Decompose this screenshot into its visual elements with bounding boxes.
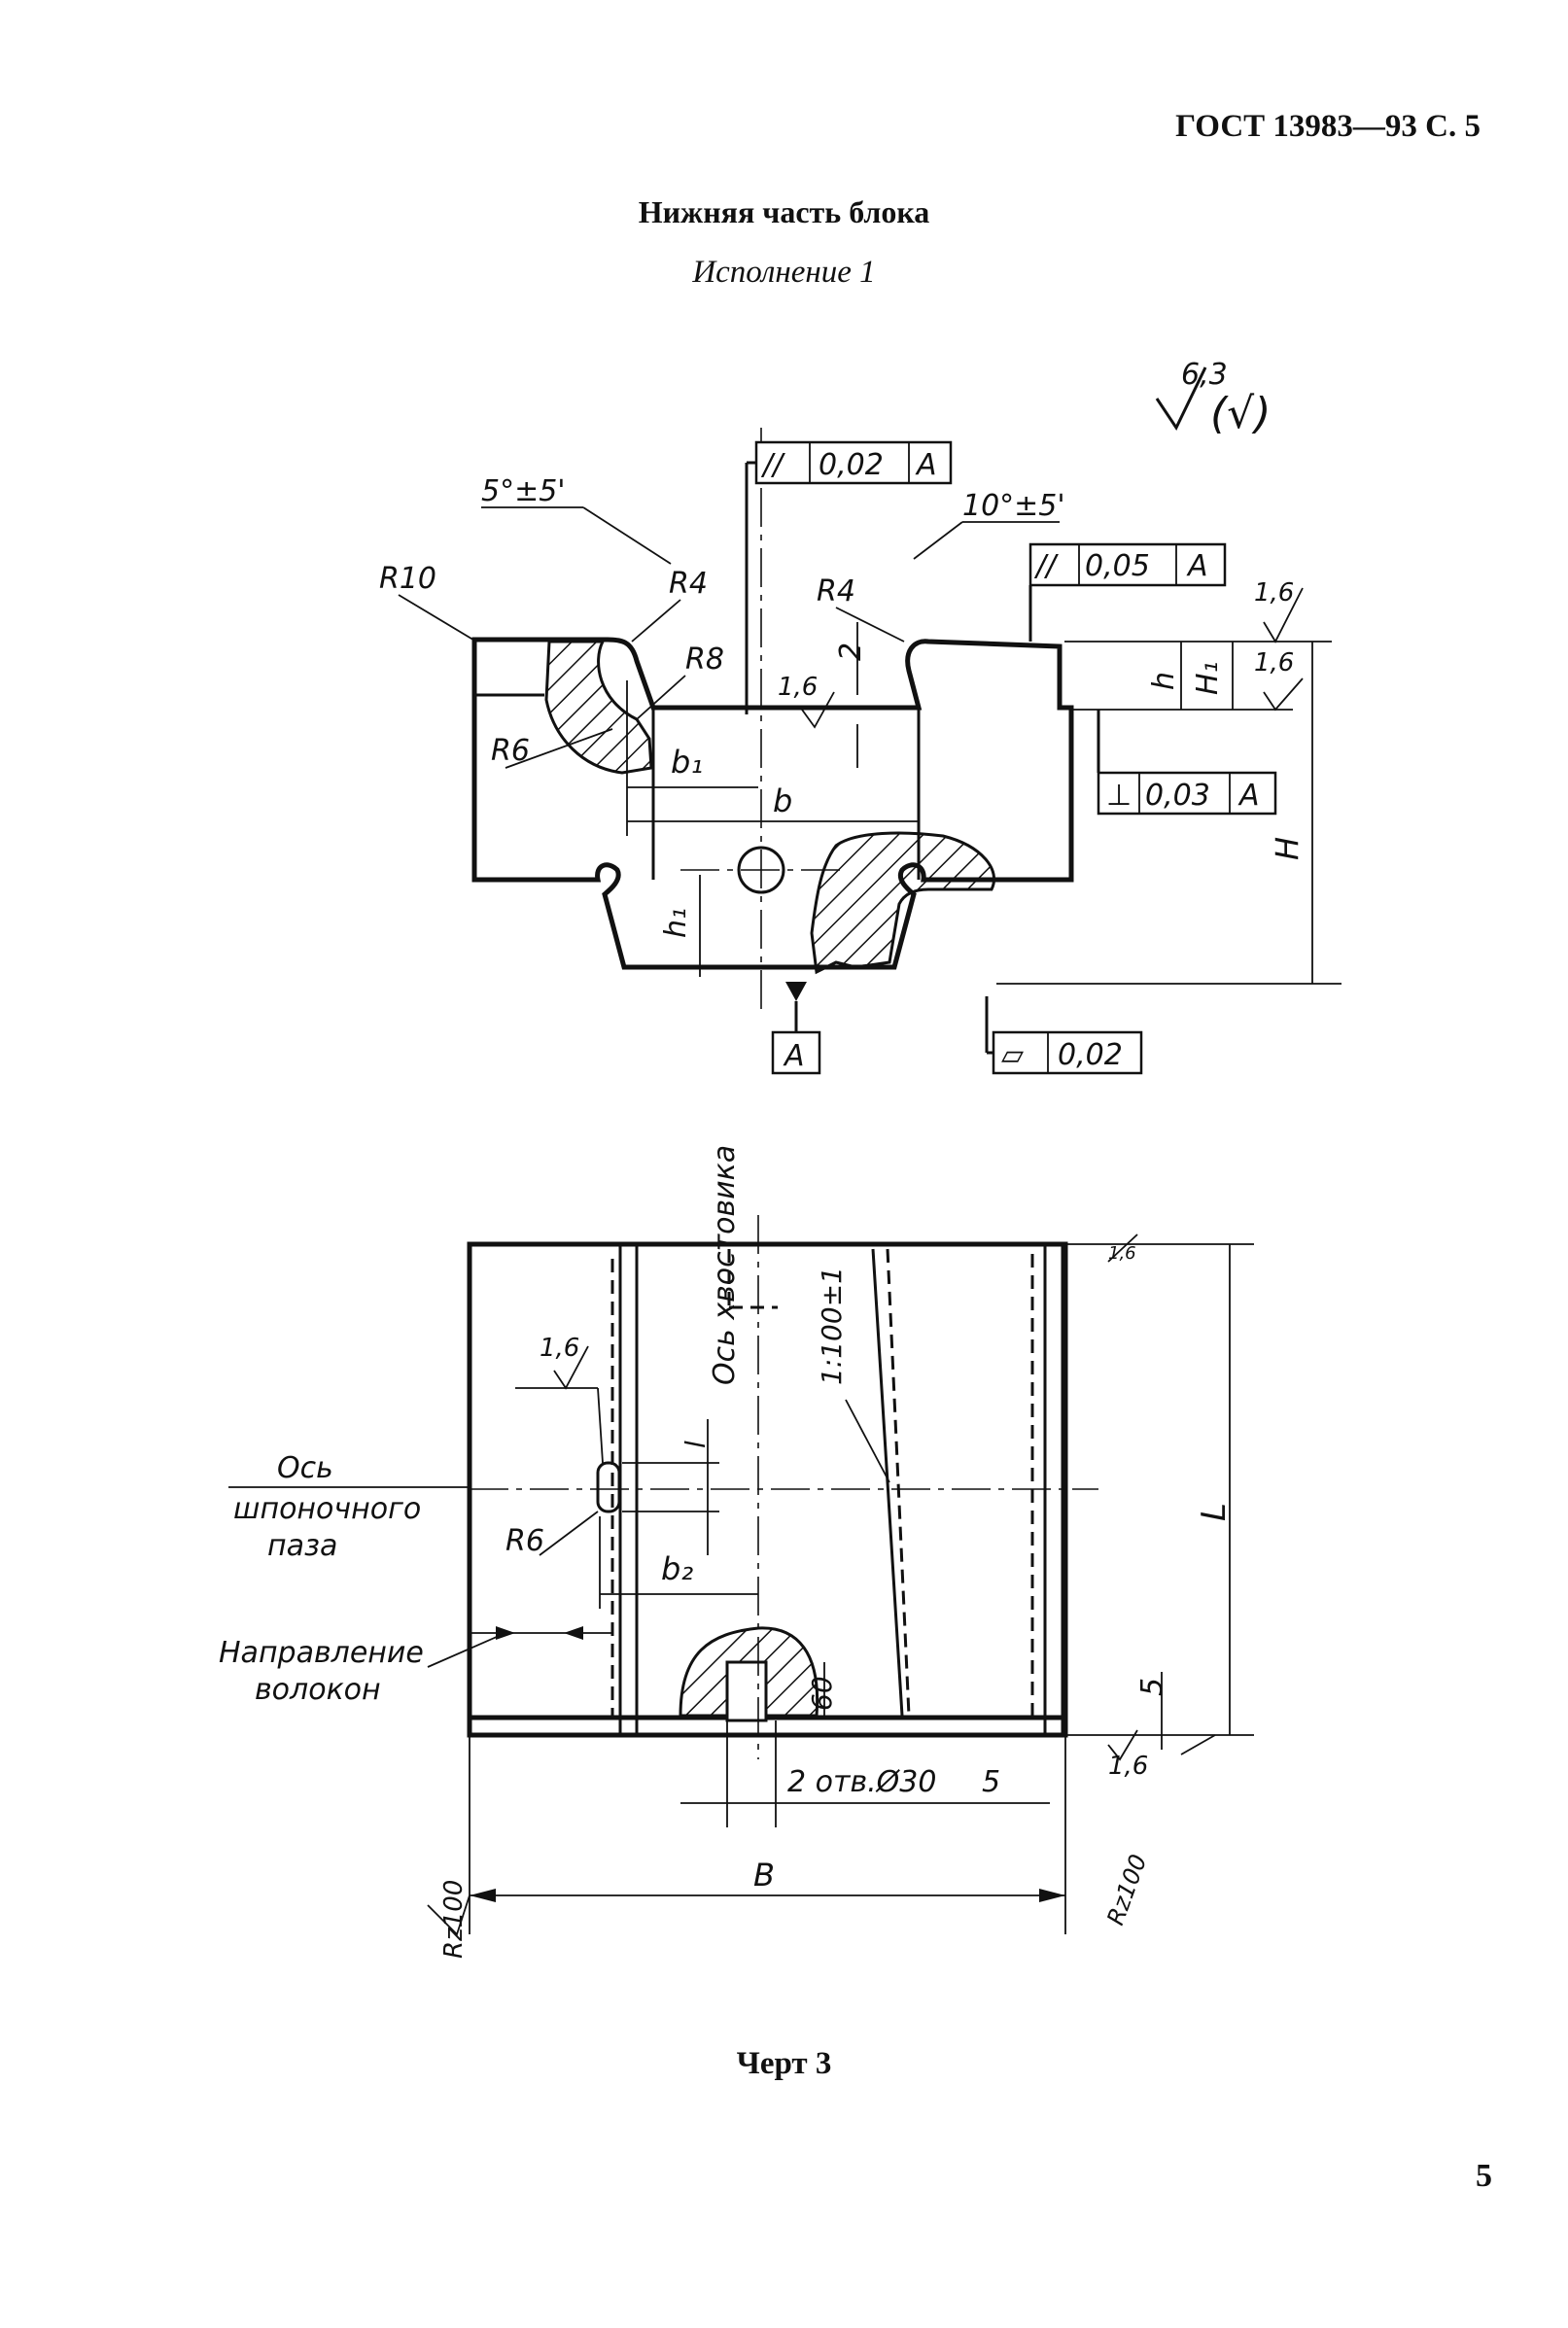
- rough-center-label: 1,6: [778, 673, 818, 702]
- b1-label: b₁: [671, 744, 703, 781]
- keyway-slot: [596, 1461, 621, 1513]
- L-label: L: [1195, 1503, 1234, 1521]
- parallel-tol2-symbol: //: [1033, 549, 1059, 583]
- parallel-tol-symbol: //: [760, 448, 785, 482]
- fiber-2: волокон: [255, 1673, 381, 1707]
- b2-label: b₂: [661, 1550, 693, 1587]
- parallel-tol2-frame: [1028, 542, 1227, 587]
- rough-side-label: 1,6: [1254, 648, 1294, 678]
- axis-keyway-3: паза: [267, 1529, 337, 1563]
- r8-label: R8: [685, 643, 724, 677]
- standard-header: ГОСТ 13983—93 С. 5: [1175, 109, 1481, 144]
- page-number: 5: [1476, 2158, 1492, 2194]
- perp-tol-datum: A: [1237, 779, 1260, 813]
- section-view: 6,3 (√) A // 0,02 A //: [379, 358, 1342, 1075]
- figure-caption: Черт 3: [736, 2046, 832, 2081]
- perp-tol-value: 0,03: [1145, 779, 1210, 813]
- h-label: h: [1147, 672, 1181, 690]
- flat-tol-symbol: ▱: [1001, 1038, 1024, 1072]
- datum-frame: [771, 1030, 821, 1075]
- r10-label: R10: [379, 562, 436, 596]
- l-label: l: [679, 1441, 712, 1448]
- r6-label: R6: [491, 734, 530, 768]
- angle-left-label: 5°±5': [481, 474, 566, 508]
- perp-tol-symbol: ⊥: [1106, 779, 1132, 813]
- parallel-tol-value: 0,02: [819, 448, 884, 482]
- H1-label: H₁: [1191, 661, 1225, 695]
- dim-5-side-label: 5: [1135, 1678, 1169, 1696]
- drawing-subtitle: Исполнение 1: [692, 255, 876, 290]
- plan-view: Ось шпоночного паза Направление волокон …: [219, 1145, 1254, 1959]
- parallel-tol2-value: 0,05: [1085, 549, 1150, 583]
- holes-label: 2 отв.Ø30: [787, 1765, 936, 1799]
- taper-label: 1:100±1: [816, 1267, 848, 1385]
- center-hole: [737, 846, 785, 894]
- roughness-general-icon: [1155, 366, 1207, 432]
- datum-triangle: [785, 982, 807, 1001]
- hatched-section-right: [810, 831, 995, 975]
- r4-left-label: R4: [669, 567, 708, 601]
- axis-keyway-1: Ось: [277, 1451, 333, 1485]
- roughness-general-bracket: (√): [1210, 389, 1271, 438]
- datum-label: A: [783, 1039, 805, 1073]
- angle-right-label: 10°±5': [962, 489, 1065, 523]
- perp-tol-frame: [1097, 771, 1277, 816]
- rough-keyway-label: 1,6: [540, 1334, 579, 1363]
- B-label: B: [753, 1857, 775, 1894]
- parallel-tol2-datum: A: [1186, 549, 1208, 583]
- dim-5-bottom-label: 5: [982, 1765, 1000, 1799]
- r6-plan-label: R6: [505, 1524, 544, 1558]
- taper-hidden-line: [886, 1248, 911, 1717]
- r4-right-label: R4: [817, 574, 855, 608]
- b-label: b: [773, 782, 792, 819]
- rz-right-label: Rz100: [1101, 1851, 1152, 1928]
- rough-top-right-label: 1,6: [1108, 1243, 1136, 1264]
- parallel-tol-datum: A: [915, 448, 937, 482]
- rz-left-label: Rz100: [439, 1880, 469, 1959]
- H-label: H: [1269, 837, 1306, 860]
- axis-shank: Ось хвостовика: [708, 1145, 742, 1385]
- dim-2-label: 2: [834, 643, 868, 661]
- dim-60-label: 60: [806, 1676, 838, 1711]
- drawing-title: Нижняя часть блока: [638, 194, 930, 229]
- h1-label: h₁: [659, 908, 693, 938]
- taper-line: [871, 1248, 904, 1717]
- rough-side-plan-label: 1,6: [1108, 1752, 1148, 1781]
- flat-tol-value: 0,02: [1058, 1038, 1123, 1072]
- rough-top-label: 1,6: [1254, 578, 1294, 608]
- parallel-tol-frame: [754, 440, 953, 485]
- roughness-general-value: 6,3: [1181, 358, 1228, 392]
- fiber-1: Направление: [219, 1636, 424, 1670]
- axis-keyway-2: шпоночного: [233, 1492, 421, 1526]
- hatched-section-left: [544, 640, 653, 775]
